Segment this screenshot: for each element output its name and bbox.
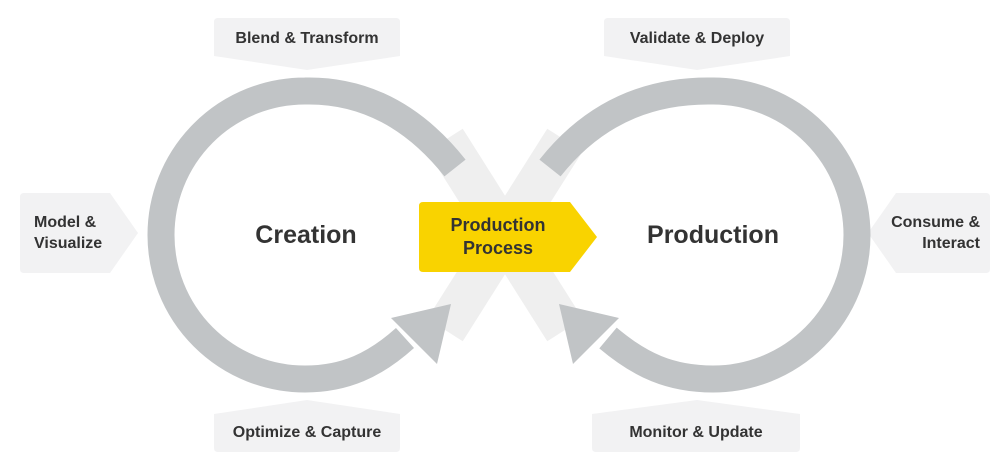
creation-loop-arrow (147, 77, 466, 393)
callout-optimize-shape (214, 400, 400, 452)
model-line1: Model & (34, 214, 97, 231)
center-line1: Production (450, 215, 546, 235)
callout-consume-shape (868, 193, 990, 273)
creation-arrowhead (391, 304, 451, 364)
callout-validate-deploy: Validate & Deploy (629, 29, 765, 47)
consume-line1: Consume & (891, 214, 980, 231)
callout-blend-transform: Blend & Transform (235, 29, 379, 47)
production-process-label: Production Process (419, 202, 577, 272)
callout-validate-shape (604, 18, 790, 70)
production-label: Production (647, 220, 779, 249)
callout-optimize-capture: Optimize & Capture (232, 423, 382, 441)
center-line2: Process (462, 238, 534, 258)
callout-consume-interact: Consume & Interact (878, 193, 990, 273)
creation-label: Creation (255, 220, 357, 249)
callout-monitor-update: Monitor & Update (629, 423, 763, 441)
callout-blend-shape (214, 18, 400, 70)
callout-model-visualize: Model & Visualize (20, 193, 126, 273)
model-line2: Visualize (34, 235, 103, 252)
callout-monitor-shape (592, 400, 800, 452)
production-process-shape (419, 202, 597, 272)
consume-line2: Interact (922, 235, 980, 252)
production-loop-arrow (539, 77, 871, 393)
production-arrowhead (559, 304, 619, 364)
callout-model-shape (20, 193, 138, 273)
